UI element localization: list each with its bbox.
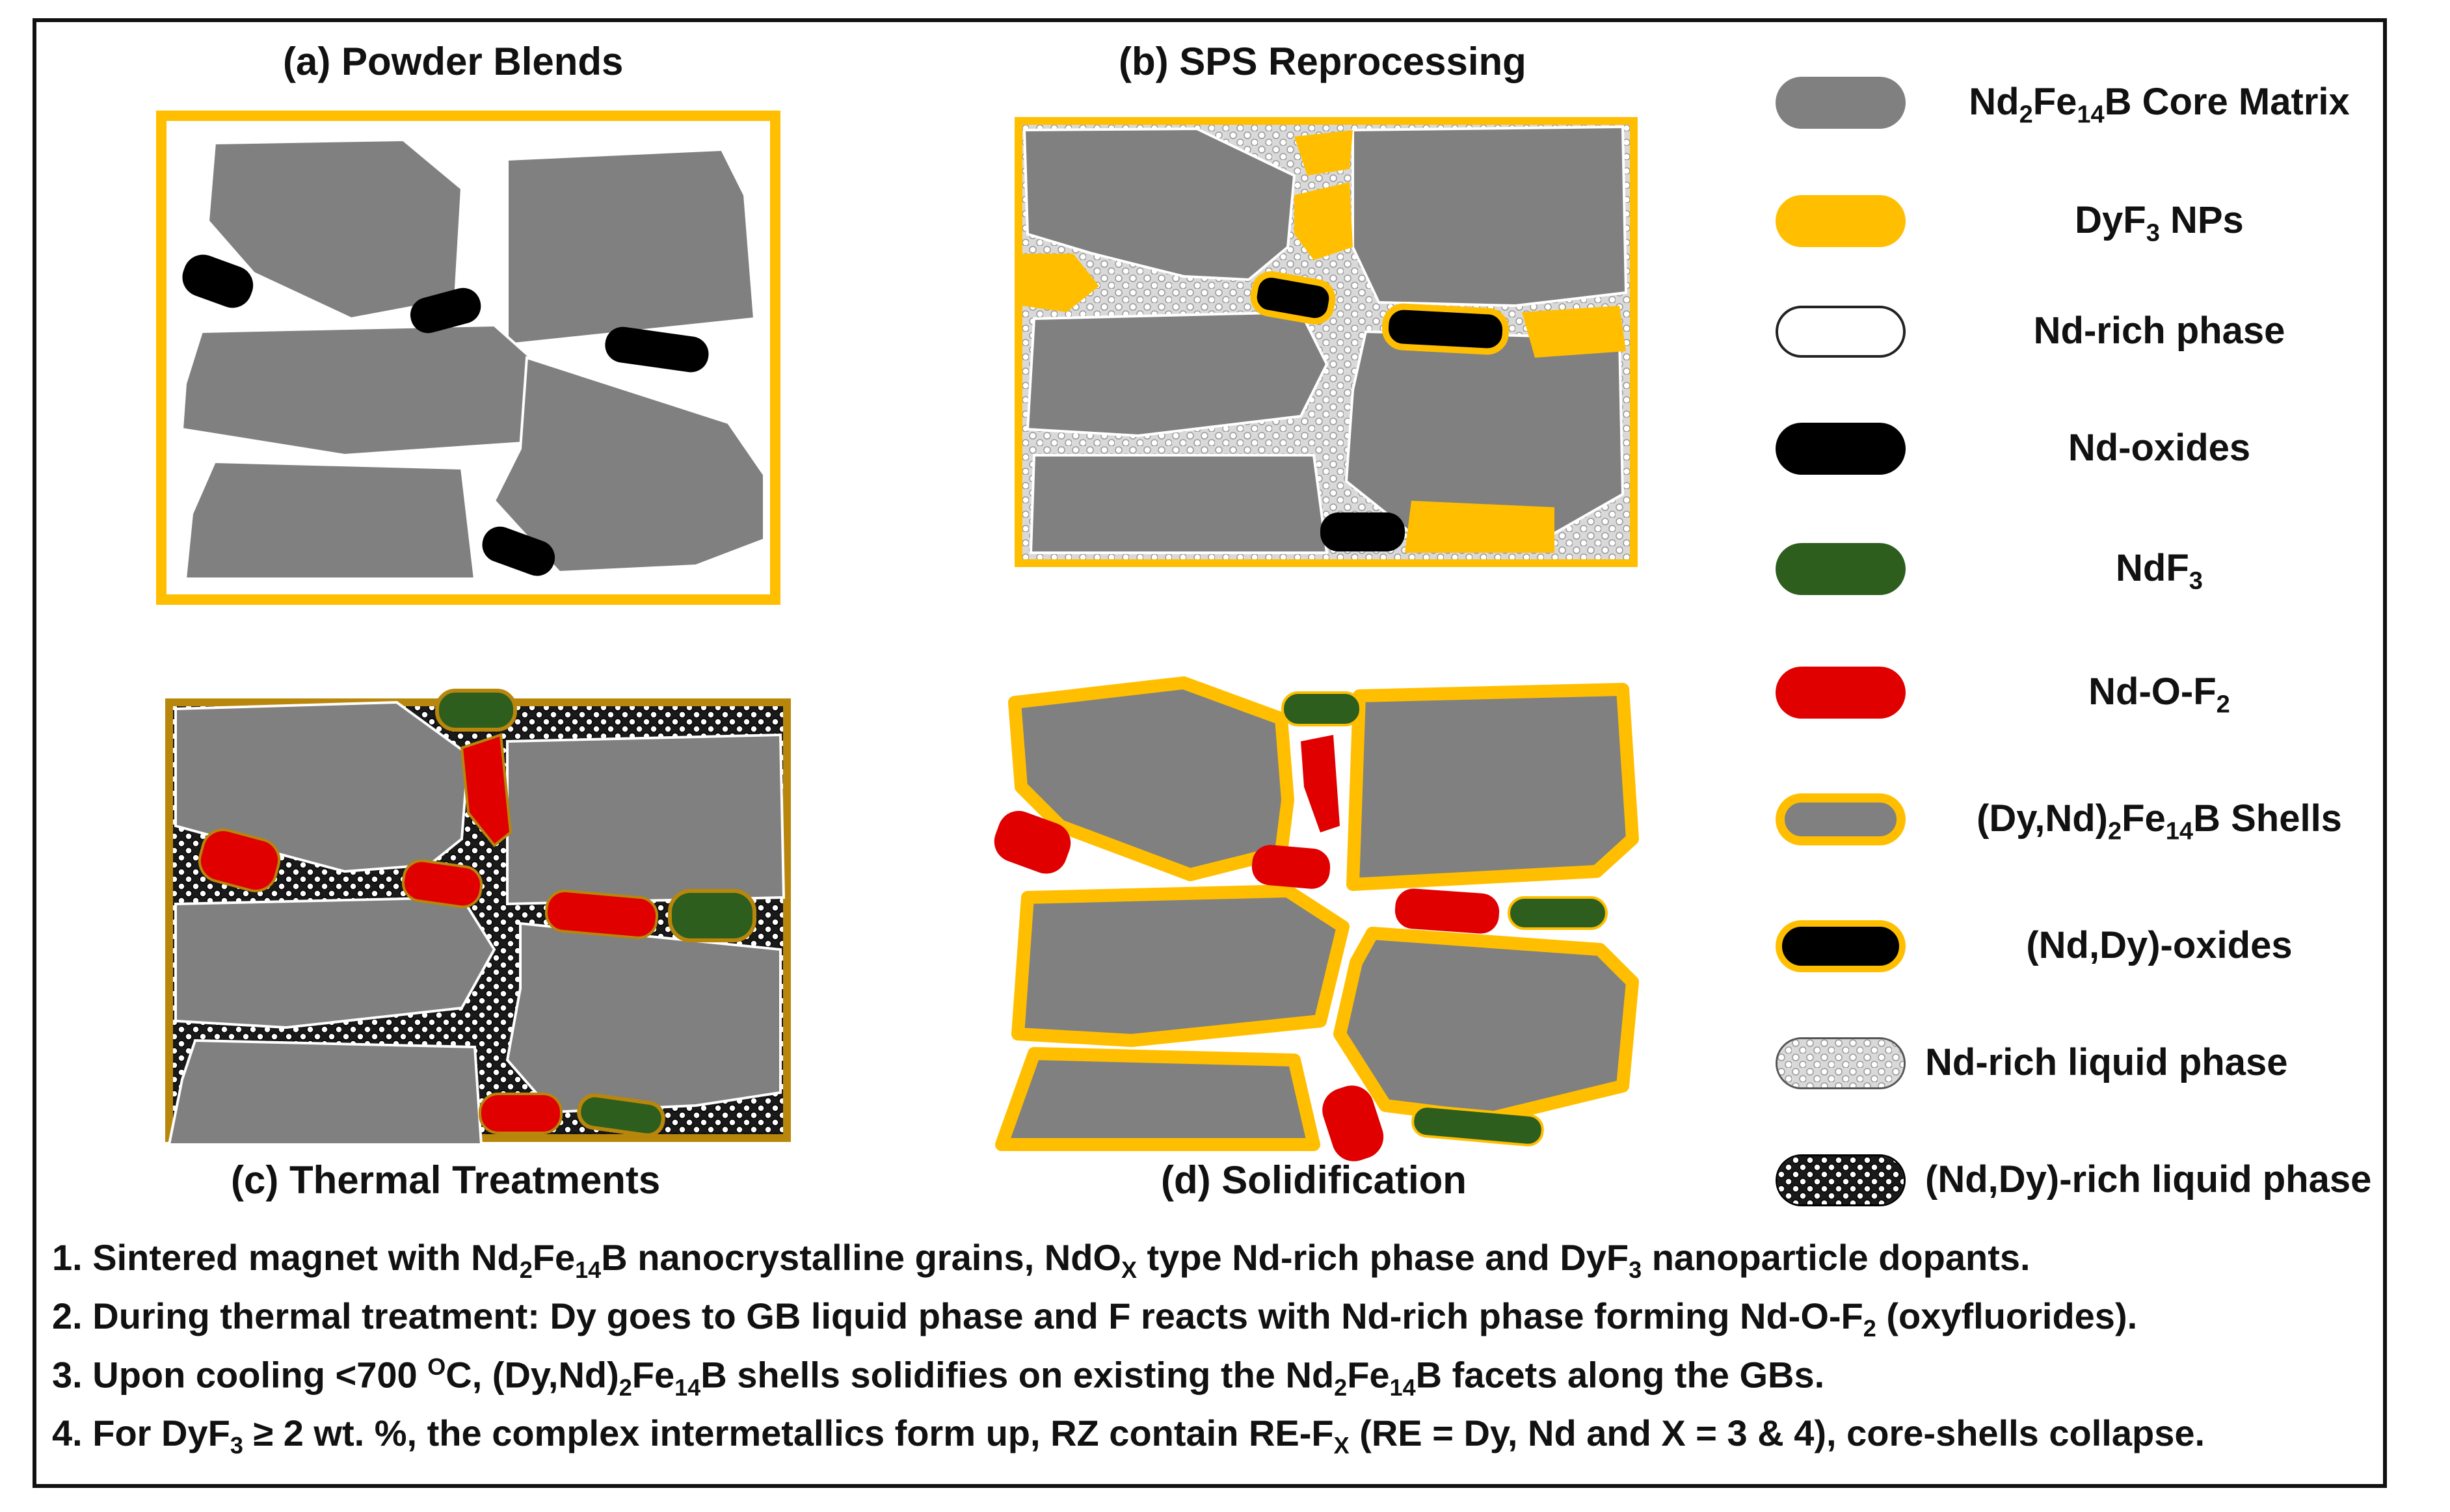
swatch-nd-oxides xyxy=(1776,423,1906,475)
grain xyxy=(1344,330,1625,535)
legend-label-shells: (Dy,Nd)2Fe14B Shells xyxy=(1977,797,2342,845)
nd-o-f2-particle xyxy=(1301,735,1340,832)
dyf3-nanoparticle xyxy=(1021,254,1099,312)
nd-o-f2-particle xyxy=(544,890,659,939)
grain xyxy=(1026,310,1329,438)
grain xyxy=(1351,125,1628,308)
legend-nd-rich-phase: Nd-rich phase xyxy=(1776,299,2413,358)
legend-label-dyf3-nps: DyF3 NPs xyxy=(2075,199,2244,247)
panel-d-solidification xyxy=(994,676,1639,1161)
nd-oxide-particle xyxy=(605,326,709,373)
legend-label-nd-o-f2: Nd-O-F2 xyxy=(2088,670,2230,719)
grain xyxy=(506,148,756,347)
grain xyxy=(206,138,464,321)
nd-oxide-particle xyxy=(410,287,481,334)
swatch-core-matrix xyxy=(1776,77,1906,129)
swatch-dyf3-nps xyxy=(1776,195,1906,247)
note-1: 1. Sintered magnet with Nd2Fe14B nanocry… xyxy=(52,1237,2031,1284)
legend-nd-o-f2: Nd-O-F2 xyxy=(1776,660,2413,719)
note-3: 3. Upon cooling <700 OC, (Dy,Nd)2Fe14B s… xyxy=(52,1353,1825,1401)
note-4: 4. For DyF3 ≥ 2 wt. %, the complex inter… xyxy=(52,1413,2205,1459)
nd-o-f2-particle xyxy=(479,1093,563,1134)
grain xyxy=(1029,454,1329,554)
swatch-nd-dy-oxides xyxy=(1776,920,1906,972)
legend-label-nd-oxides: Nd-oxides xyxy=(2068,427,2251,469)
panel-b-sps-reprocessing xyxy=(1015,117,1638,567)
swatch-nd-rich-phase xyxy=(1776,306,1906,358)
ndf3-particle xyxy=(435,689,517,732)
nd-o-f2-particle xyxy=(198,829,281,892)
legend-ndf3: NdF3 xyxy=(1776,537,2413,595)
nd-o-f2-particle xyxy=(460,733,513,847)
legend-nd-dy-oxides: (Nd,Dy)-oxides xyxy=(1776,914,2413,972)
dyf3-nanoparticle xyxy=(1294,182,1353,260)
nd-dy-oxide-particle xyxy=(1250,271,1336,325)
shell-grain xyxy=(1011,884,1350,1047)
nd-o-f2-particle xyxy=(994,810,1071,874)
swatch-shells xyxy=(1776,793,1906,845)
legend-label-nd-rich-liquid: Nd-rich liquid phase xyxy=(1925,1041,2288,1083)
grain xyxy=(492,356,766,574)
nd-o-f2-particle xyxy=(401,859,483,909)
grain xyxy=(506,733,786,906)
ndf3-particle xyxy=(577,1093,665,1137)
nd-oxide-particle xyxy=(482,526,555,576)
legend-nd-dy-rich-liquid: (Nd,Dy)-rich liquid phase xyxy=(1776,1148,2413,1206)
shell-grain xyxy=(995,1047,1320,1151)
grain xyxy=(505,922,782,1114)
legend-label-nd-rich-phase: Nd-rich phase xyxy=(2033,310,2285,352)
panel-a-powder-blends xyxy=(156,111,780,605)
grain xyxy=(180,323,555,457)
nd-o-f2-particle xyxy=(1394,888,1500,934)
note-2: 2. During thermal treatment: Dy goes to … xyxy=(52,1295,2138,1342)
panel-c-thermal-treatments xyxy=(165,689,791,1146)
grain xyxy=(183,460,477,580)
nd-dy-oxide-particle xyxy=(1381,303,1510,355)
nd-oxide-particle xyxy=(1320,512,1405,551)
swatch-nd-dy-rich-liquid xyxy=(1776,1154,1906,1206)
dyf3-nanoparticle xyxy=(1294,130,1353,176)
legend-label-core-matrix: Nd2Fe14B Core Matrix xyxy=(1969,81,2350,129)
legend-label-nd-dy-rich-liquid: (Nd,Dy)-rich liquid phase xyxy=(1925,1158,2372,1200)
nd-o-f2-particle xyxy=(1251,845,1331,889)
nd-oxide-particle xyxy=(182,254,254,308)
ndf3-particle xyxy=(668,889,756,942)
swatch-nd-o-f2 xyxy=(1776,667,1906,719)
swatch-ndf3 xyxy=(1776,543,1906,595)
grain xyxy=(167,1039,483,1146)
legend-nd-oxides: Nd-oxides xyxy=(1776,416,2413,475)
panel-d-title: (d) Solidification xyxy=(1161,1158,1467,1202)
ndf3-particle xyxy=(1508,896,1608,930)
shell-grain xyxy=(1346,683,1639,891)
dyf3-nanoparticle xyxy=(1522,306,1626,358)
ndf3-particle xyxy=(1411,1105,1544,1147)
panel-a-title: (a) Powder Blends xyxy=(283,40,624,83)
dyf3-nanoparticle xyxy=(1405,501,1554,553)
panel-c-title: (c) Thermal Treatments xyxy=(231,1158,661,1202)
legend-nd-rich-liquid: Nd-rich liquid phase xyxy=(1776,1031,2413,1089)
legend-label-ndf3: NdF3 xyxy=(2116,547,2203,595)
legend-shells: (Dy,Nd)2Fe14B Shells xyxy=(1776,787,2413,845)
grain xyxy=(174,895,496,1029)
legend-dyf3-nps: DyF3 NPs xyxy=(1776,189,2413,247)
swatch-nd-rich-liquid xyxy=(1776,1037,1906,1089)
shell-grain xyxy=(1333,927,1639,1125)
ndf3-particle xyxy=(1281,691,1362,726)
legend-core-matrix: Nd2Fe14B Core Matrix xyxy=(1776,70,2413,129)
legend-label-nd-dy-oxides: (Nd,Dy)-oxides xyxy=(2026,924,2293,966)
nd-o-f2-particle xyxy=(1322,1085,1384,1161)
panel-b-title: (b) SPS Reprocessing xyxy=(1119,40,1526,83)
grain xyxy=(1022,127,1296,282)
